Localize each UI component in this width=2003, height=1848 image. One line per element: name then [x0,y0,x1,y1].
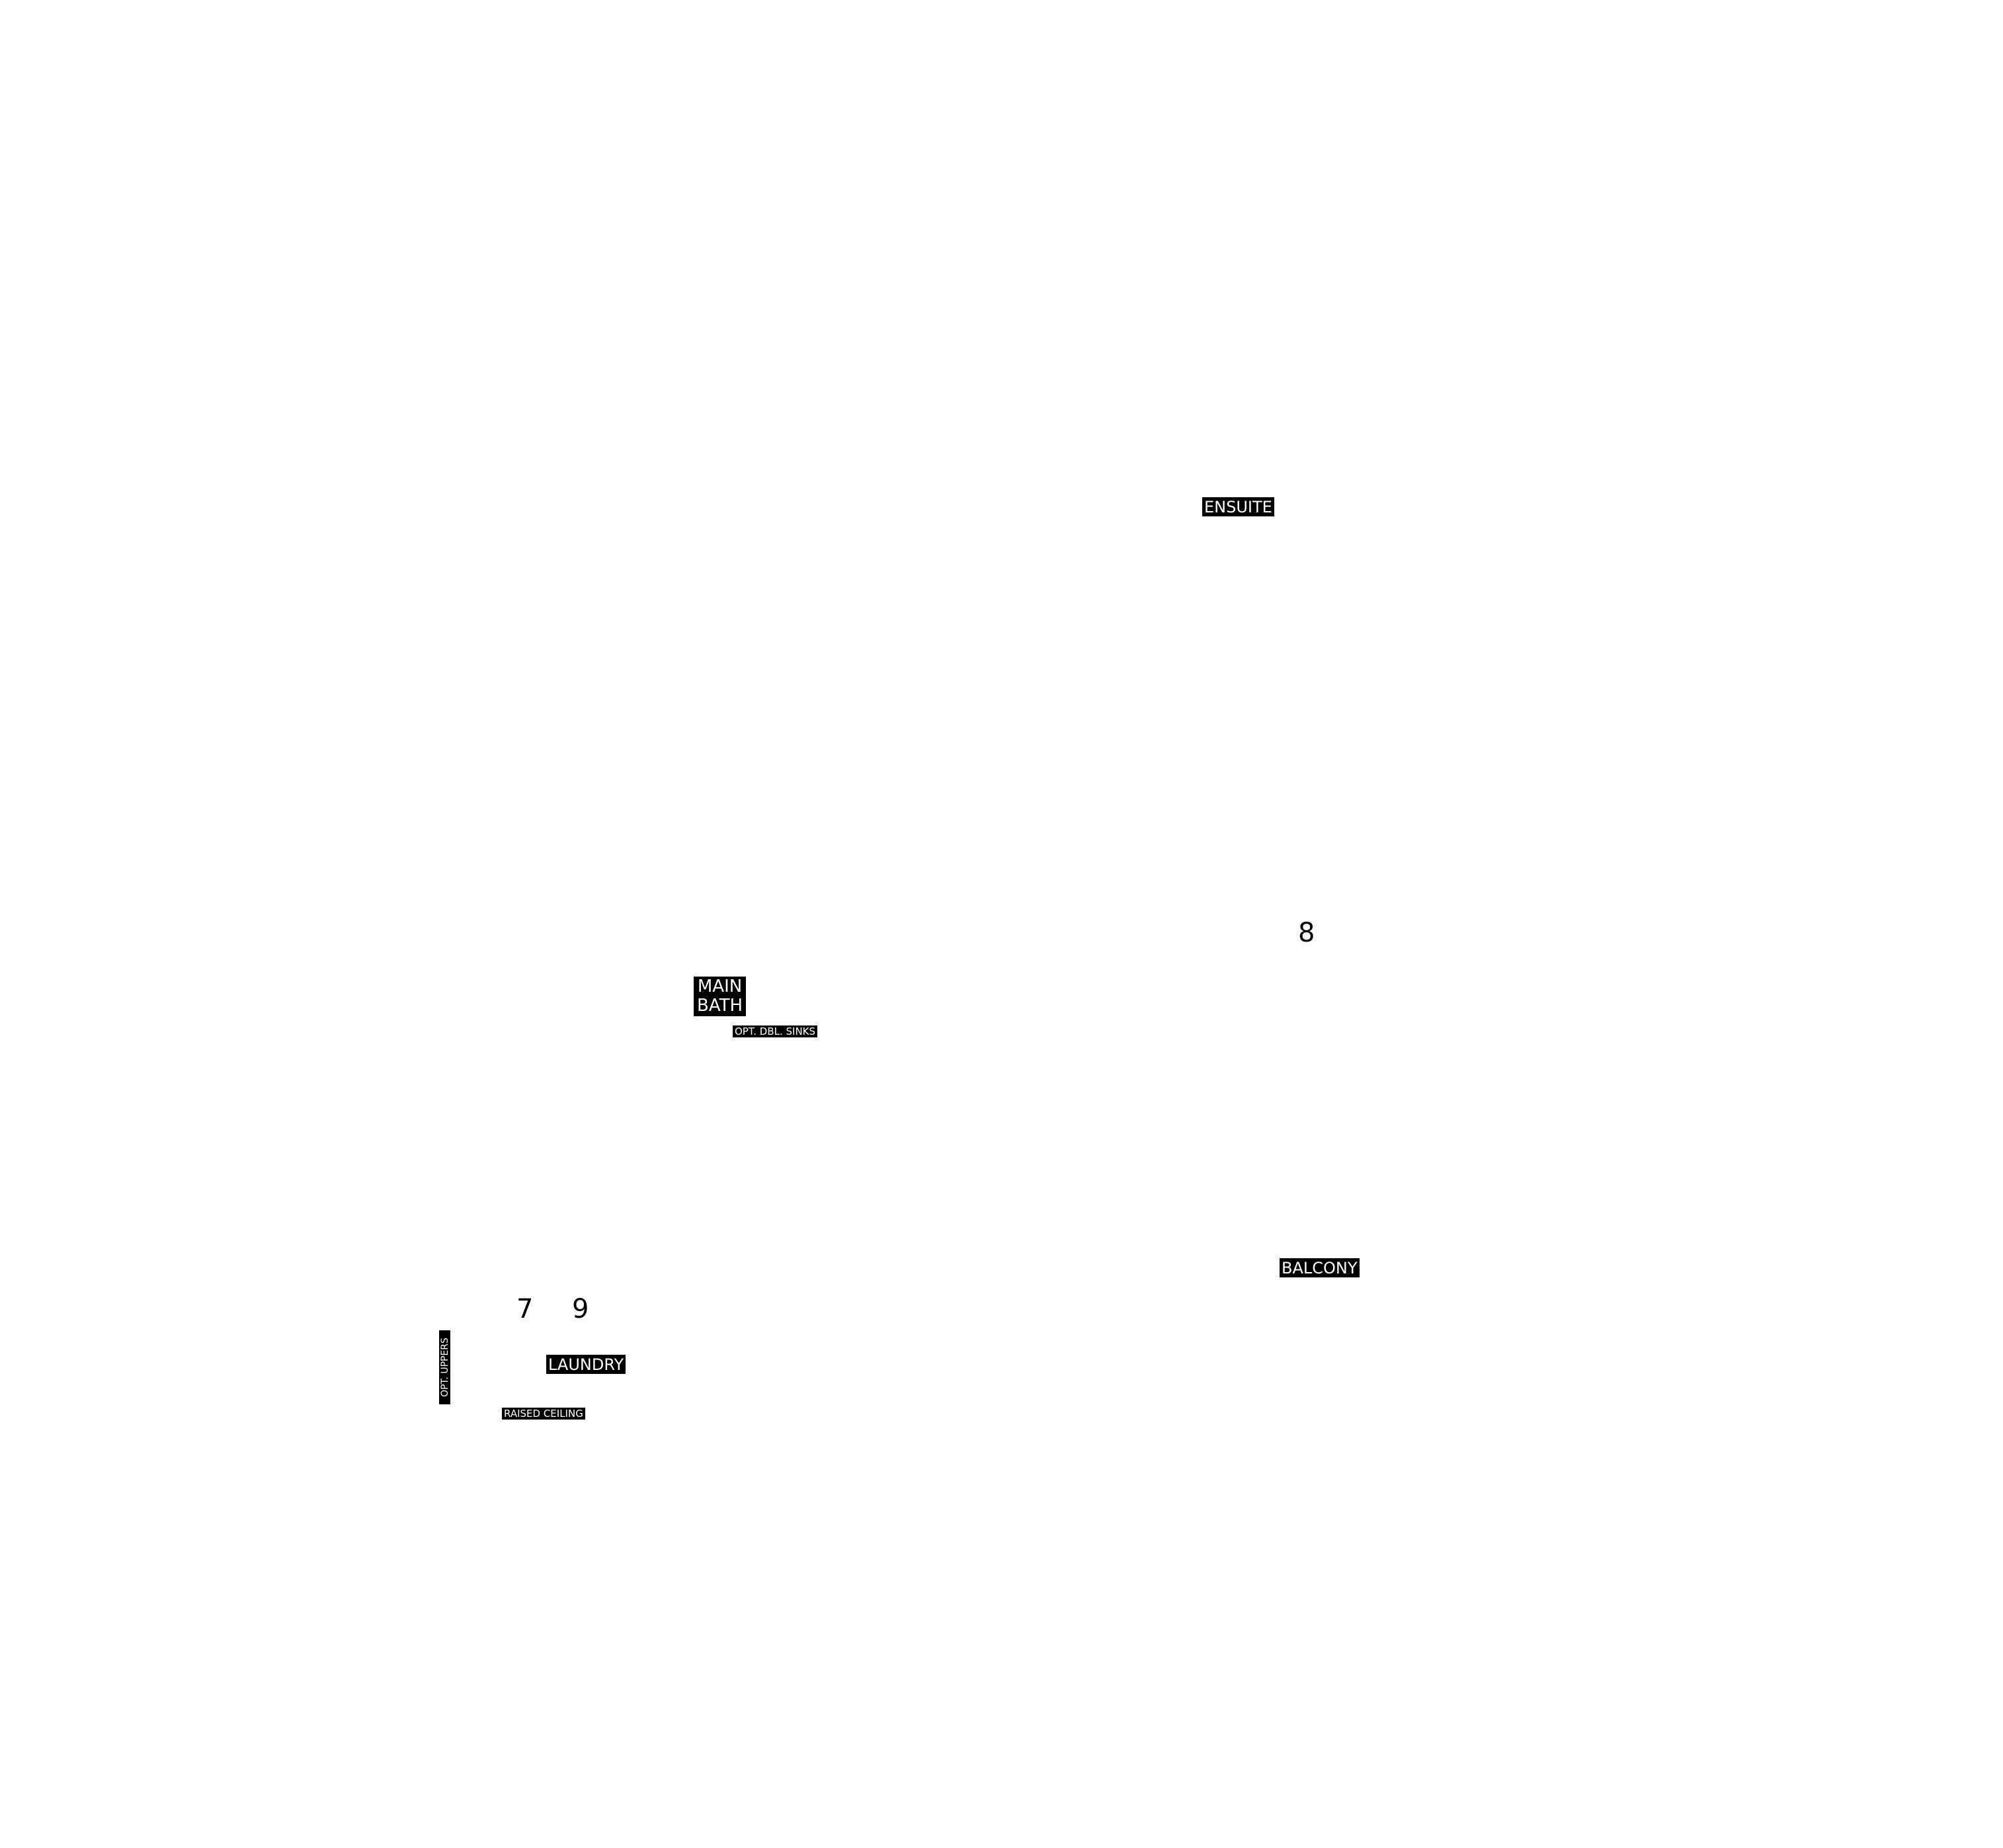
marker-9: 9 [572,1294,589,1324]
marker-7: 7 [516,1294,534,1324]
marker-8: 8 [1298,918,1315,948]
room-label-main-bath: MAIN BATH [694,977,747,1016]
note-opt-uppers: OPT. UPPERS [439,1330,450,1404]
note-opt-dbl-sinks: OPT. DBL. SINKS [733,1025,818,1037]
room-label-laundry: LAUNDRY [546,1355,626,1374]
room-label-ensuite: ENSUITE [1202,497,1274,516]
note-opt-uppers-text: OPT. UPPERS [439,1338,450,1397]
room-label-balcony: BALCONY [1280,1258,1360,1277]
note-raised-ceiling: RAISED CEILING [502,1408,585,1420]
